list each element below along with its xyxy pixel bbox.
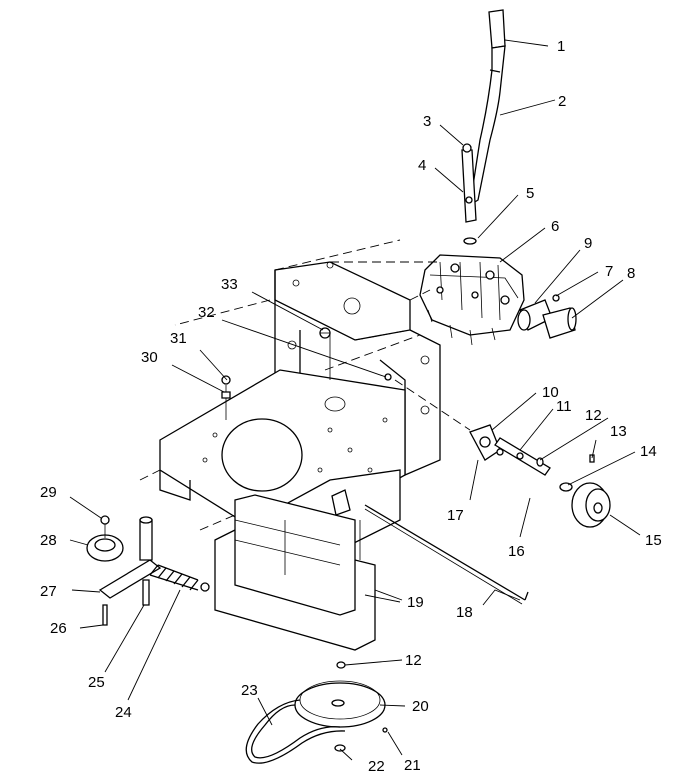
spring-24 <box>149 564 210 592</box>
callout-29: 29 <box>40 484 57 501</box>
callout-24: 24 <box>115 704 132 721</box>
callout-28: 28 <box>40 532 57 549</box>
callout-25: 25 <box>88 674 105 691</box>
shield-plate <box>214 494 376 651</box>
callout-4: 4 <box>418 157 426 174</box>
drive-belt <box>245 699 346 764</box>
callout-26: 26 <box>50 620 67 637</box>
callout-8: 8 <box>627 265 635 282</box>
transmission <box>419 254 525 346</box>
callout-19: 19 <box>407 594 424 611</box>
callout-20: 20 <box>412 698 429 715</box>
hardware <box>221 327 392 399</box>
callout-14: 14 <box>640 443 657 460</box>
callout-9: 9 <box>584 235 592 252</box>
callout-30: 30 <box>141 349 158 366</box>
callout-33: 33 <box>221 276 238 293</box>
callout-5: 5 <box>526 185 534 202</box>
callout-labels: 1 2 3 4 5 6 7 9 8 10 11 12 13 14 15 16 1… <box>40 38 662 775</box>
callout-10: 10 <box>542 384 559 401</box>
callout-21: 21 <box>404 757 421 774</box>
callout-23: 23 <box>241 682 258 699</box>
pulley-15 <box>571 482 611 528</box>
callout-11: 11 <box>556 398 572 415</box>
callout-15: 15 <box>645 532 662 549</box>
callout-7: 7 <box>605 263 613 280</box>
callout-2: 2 <box>558 93 566 110</box>
callout-6: 6 <box>551 218 559 235</box>
callout-31: 31 <box>170 330 187 347</box>
coupler <box>517 294 577 339</box>
callout-12b: 12 <box>405 652 422 669</box>
callout-27: 27 <box>40 583 57 600</box>
callout-12a: 12 <box>585 407 602 424</box>
callout-17: 17 <box>447 507 464 524</box>
callout-22: 22 <box>368 758 385 775</box>
callout-1: 1 <box>557 38 565 55</box>
callout-3: 3 <box>423 113 431 130</box>
callout-32: 32 <box>198 304 215 321</box>
lever-arm <box>461 143 477 245</box>
callout-18: 18 <box>456 604 473 621</box>
shift-lever <box>469 9 506 207</box>
drive-pulley <box>294 661 388 752</box>
callout-16: 16 <box>508 543 525 560</box>
leader-lines <box>69 39 641 761</box>
callout-13: 13 <box>610 423 627 440</box>
control-rod <box>364 504 526 601</box>
idler-arm <box>86 515 162 626</box>
